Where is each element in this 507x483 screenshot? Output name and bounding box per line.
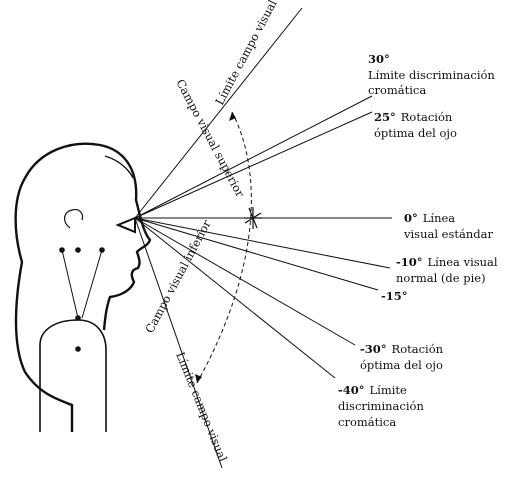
svg-text:normal (de pie): normal (de pie) (396, 271, 486, 285)
neck-lines (61, 249, 103, 319)
ear-icon (64, 209, 84, 229)
ray-label-minus-40: -40°Límite discriminación cromática (338, 383, 424, 429)
landmark-point (99, 247, 105, 253)
head-outline (14, 142, 152, 432)
upper-limit-label: Límite campo visual (212, 0, 280, 107)
ray-label-minus-30: -30°Rotación óptima del ojo (360, 342, 444, 372)
svg-text:-30°Rotación: -30°Rotación (360, 342, 444, 356)
forehead-line (104, 155, 134, 179)
ray-30 (134, 95, 373, 219)
lower-field-label: Campo visual inferior (142, 217, 214, 335)
svg-text:cromática: cromática (368, 83, 426, 97)
upper-field-label: Campo visual superior (173, 77, 247, 200)
ray-label-25: 25°Rotación óptima del ojo (374, 110, 457, 140)
ray-25 (134, 111, 373, 219)
svg-text:visual estándar: visual estándar (403, 227, 493, 241)
landmark-point (75, 346, 81, 352)
ray-label-minus-10: -10°Línea visual normal (de pie) (396, 255, 498, 285)
svg-text:-40°Límite: -40°Límite (338, 383, 407, 397)
svg-text:-15°: -15° (381, 289, 408, 303)
svg-text:0°Línea: 0°Línea (404, 211, 455, 225)
ray-minus-10 (134, 217, 391, 269)
lower-limit-label: Límite campo visual (173, 350, 230, 464)
eye-icon (115, 216, 136, 234)
ray-label-minus-15: -15° (381, 289, 408, 303)
ray-minus-40 (134, 217, 336, 379)
ray-label-30: 30° Límite discriminación cromática (368, 52, 495, 97)
svg-text:cromática: cromática (338, 415, 396, 429)
svg-text:óptima del ojo: óptima del ojo (360, 358, 443, 372)
ray-label-0: 0°Línea visual estándar (403, 211, 493, 241)
ray-lower-limit (134, 217, 223, 469)
ray-upper-limit (134, 7, 303, 219)
svg-text:30°: 30° (368, 52, 390, 66)
rays (134, 7, 392, 469)
ray-minus-15 (134, 217, 379, 291)
svg-text:óptima del ojo: óptima del ojo (374, 126, 457, 140)
landmark-point (75, 247, 81, 253)
landmark-point (59, 247, 65, 253)
star-mark (244, 207, 262, 229)
landmark-point (75, 315, 81, 321)
svg-text:-10°Línea visual: -10°Línea visual (396, 255, 498, 269)
arc-arrow-top (229, 112, 236, 121)
svg-text:discriminación: discriminación (338, 399, 424, 413)
svg-text:Límite discriminación: Límite discriminación (368, 68, 495, 82)
arc-arrow-bottom (195, 374, 202, 383)
svg-text:25°Rotación: 25°Rotación (374, 110, 453, 124)
field-arc (196, 111, 252, 384)
ray-minus-30 (134, 217, 356, 346)
